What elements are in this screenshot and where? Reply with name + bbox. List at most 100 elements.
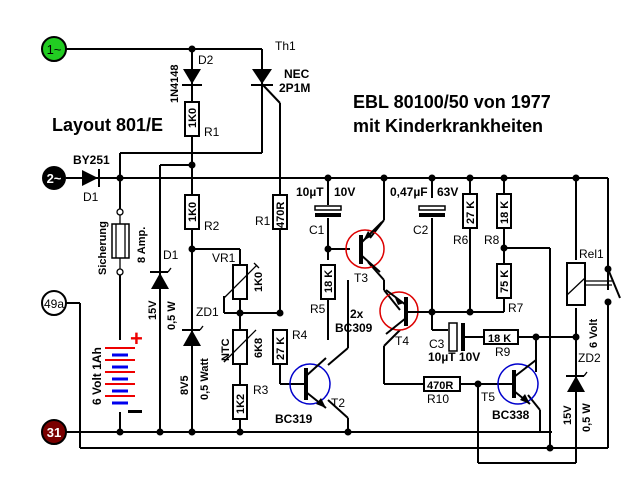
svg-text:1K2: 1K2 [235,394,247,414]
relay-rel1: Rel1 6 Volt [566,247,621,348]
svg-text:10V: 10V [334,185,355,199]
diode-d2: D2 1N4148 [169,53,214,103]
zener-zd2: ZD2 15V 0,5 W [562,351,601,432]
svg-text:2P1M: 2P1M [279,81,310,95]
diode-d1-by251: BY251 D1 [73,153,110,204]
title-line1: EBL 80100/50 von 1977 [353,92,551,112]
svg-text:8 Amp.: 8 Amp. [136,227,148,263]
resistor-r1: 1K0 R1 [184,101,220,139]
svg-text:D2: D2 [198,53,214,67]
resistor-r9: 18 K R9 [483,329,519,359]
svg-text:31: 31 [47,425,61,440]
svg-text:Sicherung: Sicherung [97,221,109,275]
svg-text:R7: R7 [508,301,524,315]
svg-text:R2: R2 [204,219,220,233]
svg-text:15V: 15V [562,405,574,425]
svg-text:10µT: 10µT [296,185,324,199]
svg-text:15V: 15V [147,300,159,320]
svg-text:R3: R3 [253,383,269,397]
svg-text:0,5 W: 0,5 W [166,301,178,330]
svg-text:T2: T2 [331,396,345,410]
svg-text:6 Volt: 6 Volt [588,319,600,348]
t3-t4-count: 2x [350,307,364,321]
svg-text:Rel1: Rel1 [579,247,604,261]
svg-text:T4: T4 [395,334,409,348]
svg-text:R1: R1 [255,214,271,228]
svg-text:R4: R4 [292,328,308,342]
svg-text:R6: R6 [453,233,469,247]
battery-plus: + [130,326,143,351]
svg-text:BC319: BC319 [275,412,313,426]
svg-text:1~: 1~ [47,42,62,57]
svg-text:470R: 470R [427,380,453,392]
svg-text:C3: C3 [429,337,445,351]
capacitor-c1: 10µT 10V C1 [296,185,355,237]
zener-zd1: ZD1 8V5 0,5 Watt [179,305,219,400]
transistor-t3: T3 [345,221,385,285]
resistor-r1-470r: 470R R1 [255,194,288,230]
svg-text:Th1: Th1 [275,39,296,53]
svg-text:2~: 2~ [47,171,62,186]
transistor-t4: T4 [379,289,432,348]
resistor-r4: 27 K R4 [272,328,308,365]
capacitor-c2: 0,47µF 63V C2 [390,185,458,237]
svg-text:1N4148: 1N4148 [169,64,181,103]
resistor-r10: 470R R10 [423,376,478,406]
svg-text:1K0: 1K0 [253,272,265,292]
resistor-r3: 1K2 R3 [232,383,269,420]
svg-text:27 K: 27 K [275,337,287,360]
svg-text:R8: R8 [484,233,500,247]
svg-text:18 K: 18 K [499,201,511,224]
svg-text:ZD2: ZD2 [578,351,601,365]
svg-text:R1: R1 [204,125,220,139]
svg-text:75 K: 75 K [499,270,511,293]
svg-text:NTC: NTC [220,338,232,361]
resistor-r7: 75 K R7 [496,263,524,315]
thyristor-th1: Th1 NEC 2P1M [251,39,310,95]
battery-minus [128,410,142,413]
resistor-r8: 18 K R8 [484,193,512,247]
terminal-31: 31 [41,419,67,445]
svg-text:BC338: BC338 [492,408,530,422]
layout-label: Layout 801/E [52,115,163,135]
svg-text:0,47µF: 0,47µF [390,185,428,199]
svg-text:ZD1: ZD1 [196,305,219,319]
svg-text:6 Volt 1Ah: 6 Volt 1Ah [90,347,104,405]
terminal-1: 1~ [41,36,67,62]
svg-text:1K0: 1K0 [187,202,199,222]
battery: + 6 Volt 1Ah [90,326,143,413]
svg-text:D1: D1 [83,190,99,204]
zener-d1: D1 15V 0,5 W [147,248,179,330]
capacitor-c3: C3 10µT 10V [428,322,484,364]
transistor-t5: T5 BC338 [481,359,539,422]
svg-text:R5: R5 [310,302,326,316]
terminal-2: 2~ [42,166,66,190]
potentiometer-vr1: VR1 1K0 [212,251,265,300]
svg-text:R9: R9 [495,345,511,359]
svg-text:T3: T3 [354,271,368,285]
svg-text:VR1: VR1 [212,251,236,265]
resistor-r6: 27 K R6 [453,193,478,247]
title-line2: mit Kinderkrankheiten [353,116,543,136]
svg-text:0,5 Watt: 0,5 Watt [199,358,211,400]
junctions [116,45,580,452]
resistor-r2: 1K0 R2 [184,194,220,233]
svg-text:49a: 49a [44,297,64,311]
svg-text:R10: R10 [427,392,449,406]
t3-t4-type: BC309 [335,321,373,335]
svg-text:D1: D1 [163,248,179,262]
resistor-r5: 18 K R5 [310,264,336,316]
svg-text:27 K: 27 K [465,201,477,224]
svg-text:18 K: 18 K [323,270,335,293]
svg-text:C1: C1 [309,223,325,237]
svg-text:6K8: 6K8 [253,338,265,358]
svg-text:0,5 W: 0,5 W [581,403,593,432]
svg-text:8V5: 8V5 [179,375,191,395]
svg-text:BY251: BY251 [73,153,110,167]
fuse: Sicherung 8 Amp. [97,208,148,276]
svg-text:1K0: 1K0 [187,108,199,128]
svg-text:C2: C2 [413,223,429,237]
svg-text:NEC: NEC [284,67,310,81]
svg-text:18 K: 18 K [488,333,511,345]
